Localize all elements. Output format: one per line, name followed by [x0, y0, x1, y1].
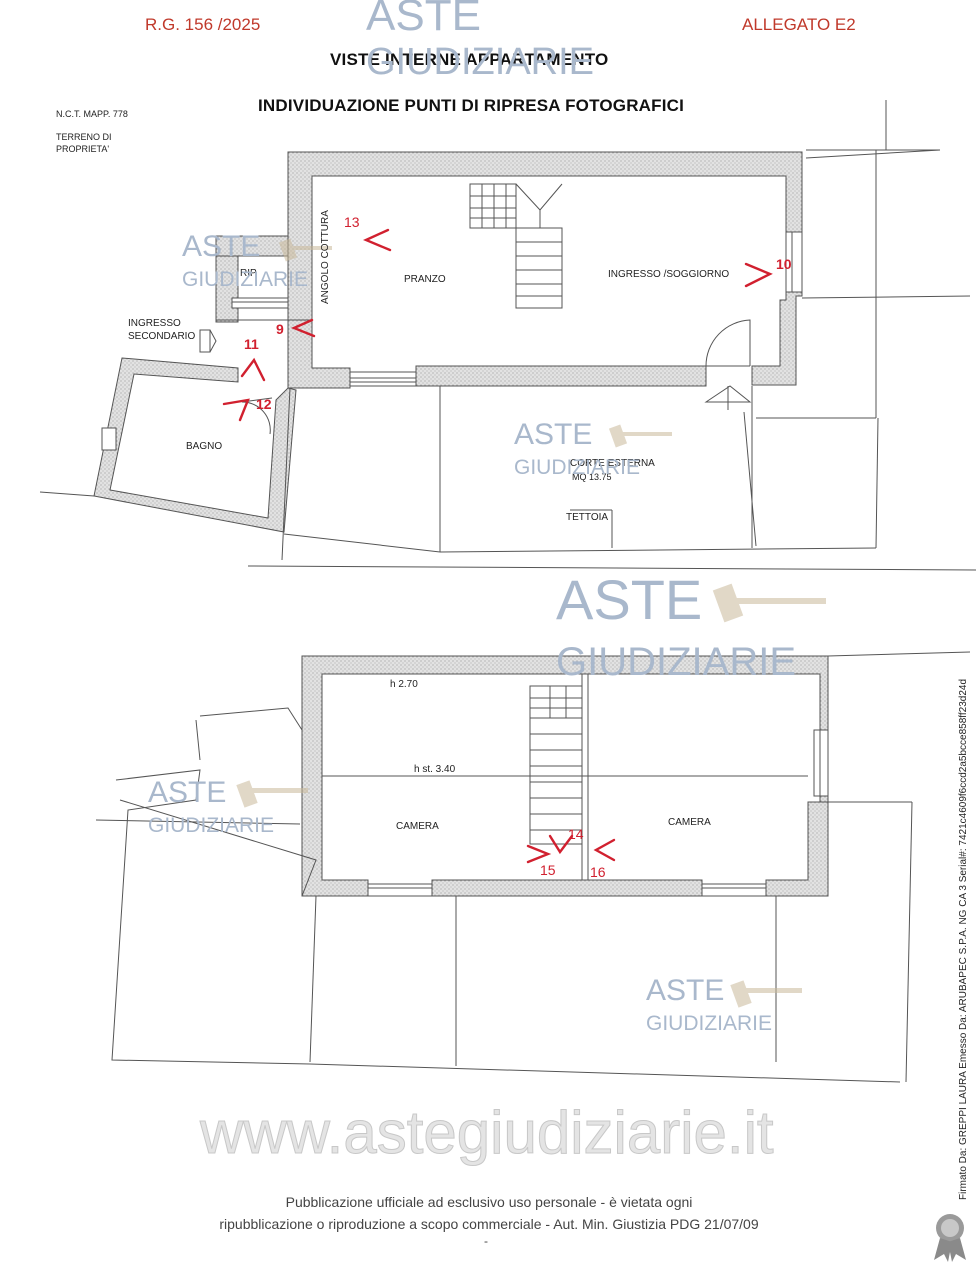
watermark-3-brand: ASTE — [556, 568, 703, 631]
watermark-3-sub: GIUDIZIARIE — [556, 640, 797, 684]
watermark-5-brand: ASTE — [646, 974, 725, 1007]
watermark-2: ASTE GIUDIZIARIE — [514, 420, 640, 480]
photo-point-13: 13 — [344, 214, 360, 230]
photo-point-16: 16 — [590, 864, 606, 880]
photo-point-15: 15 — [540, 862, 556, 878]
photo-point-9: 9 — [276, 321, 284, 337]
ridge-height-label: h st. 3.40 — [414, 764, 456, 775]
arrow-13 — [362, 228, 392, 252]
watermark-4: ASTE GIUDIZIARIE — [148, 778, 274, 838]
arrow-11 — [240, 357, 266, 382]
gavel-watermarks — [236, 238, 826, 1008]
arrow-12 — [222, 398, 250, 422]
watermark-5: ASTE GIUDIZIARIE — [646, 976, 772, 1036]
photo-point-10: 10 — [776, 256, 792, 272]
digital-signature: Firmato Da: GREPPI LAURA Emesso Da: ARUB… — [958, 678, 969, 1200]
watermark-3: ASTE GIUDIZIARIE — [556, 572, 796, 684]
room-label-courtyard-1: CORTE ESTERNA — [570, 458, 655, 469]
room-label-canopy: TETTOIA — [566, 512, 609, 523]
room-label-bedroom-left: CAMERA — [396, 821, 439, 832]
height-label: h 2.70 — [390, 679, 418, 690]
room-label-living: INGRESSO /SOGGIORNO — [608, 269, 730, 280]
footer-line-2: ripubblicazione o riproduzione a scopo c… — [219, 1216, 759, 1232]
watermark-4-sub: GIUDIZIARIE — [148, 814, 275, 837]
watermark-brand-1: ASTE — [366, 0, 481, 40]
room-label-dining: PRANZO — [404, 274, 446, 285]
attachment-label: ALLEGATO E2 — [742, 15, 856, 34]
watermark-brand-2: GIUDIZIARIE — [366, 41, 595, 83]
page-title: VISTE INTERNE APPARTAMENTO — [330, 50, 609, 69]
watermark-1-brand: ASTE — [182, 230, 261, 263]
arrow-14 — [548, 834, 574, 855]
photo-point-14: 14 — [568, 826, 584, 842]
ground-floor-plan — [39, 100, 977, 571]
site-watermark: www.astegiudiziarie.it — [200, 1099, 775, 1167]
page-subtitle: INDIVIDUAZIONE PUNTI DI RIPRESA FOTOGRAF… — [258, 96, 685, 115]
arrow-15 — [526, 844, 552, 864]
watermark-5-sub: GIUDIZIARIE — [646, 1012, 773, 1035]
room-label-entrance-2: SECONDARIO — [128, 331, 196, 342]
ground-floor-walls — [287, 151, 803, 389]
case-number: R.G. 156 /2025 — [145, 15, 261, 34]
room-label-kitchen: ANGOLO COTTURA — [320, 210, 331, 304]
room-label-entrance-1: INGRESSO — [128, 318, 181, 329]
watermark-2-sub: GIUDIZIARIE — [514, 456, 641, 479]
footer-mark: - — [484, 1234, 488, 1248]
room-label-bathroom: BAGNO — [186, 441, 223, 452]
watermark-1: ASTE GIUDIZIARIE — [182, 232, 308, 292]
arrow-16 — [593, 838, 616, 862]
first-floor-plan — [95, 651, 971, 1083]
photo-point-11: 11 — [244, 336, 259, 352]
terrain-note-2: PROPRIETA' — [56, 144, 110, 154]
photo-point-arrows — [222, 228, 773, 864]
room-label-storage: RIP — [240, 268, 257, 279]
room-label-bedroom-right: CAMERA — [668, 817, 711, 828]
arrow-9 — [290, 318, 316, 338]
footer-line-1: Pubblicazione ufficiale ad esclusivo uso… — [285, 1194, 693, 1210]
seal-icon — [934, 1214, 966, 1262]
photo-point-12: 12 — [256, 396, 272, 412]
bathroom-walls — [93, 357, 297, 533]
watermark-top: ASTE GIUDIZIARIE — [366, 0, 594, 82]
room-label-courtyard-2: MQ 13.75 — [572, 472, 612, 482]
watermark-2-brand: ASTE — [514, 418, 593, 451]
watermark-1-sub: GIUDIZIARIE — [182, 268, 309, 291]
arrow-10 — [744, 262, 773, 288]
watermark-4-brand: ASTE — [148, 776, 227, 809]
nct-note: N.C.T. MAPP. 778 — [56, 109, 128, 119]
terrain-note-1: TERRENO DI — [56, 132, 112, 142]
